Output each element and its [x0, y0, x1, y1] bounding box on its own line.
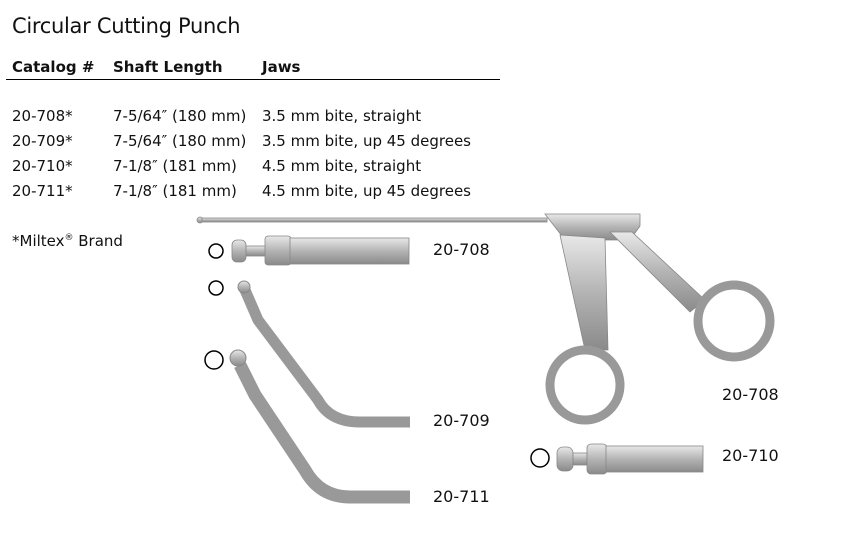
tip-20-709	[208, 280, 410, 428]
figure-label-20-708-tip: 20-708	[433, 240, 490, 259]
column-header-catalog: Catalog #	[12, 58, 95, 76]
figure-label-20-710: 20-710	[722, 446, 779, 465]
catalog-number: 20-710*	[12, 157, 73, 175]
catalog-number: 20-708*	[12, 107, 73, 125]
tip-20-710	[530, 443, 704, 475]
shaft-length: 7-5/64″ (180 mm)	[113, 107, 247, 125]
jaws: 4.5 mm bite, straight	[262, 157, 422, 175]
footnote-text: *Miltex	[12, 232, 65, 250]
brand-footnote: *Miltex® Brand	[12, 232, 123, 250]
column-header-jaws: Jaws	[262, 58, 301, 76]
jaws: 3.5 mm bite, up 45 degrees	[262, 132, 471, 150]
shaft-length: 7-1/8″ (181 mm)	[113, 182, 237, 200]
shaft-length: 7-1/8″ (181 mm)	[113, 157, 237, 175]
catalog-number: 20-709*	[12, 132, 73, 150]
figure-label-20-708-handle: 20-708	[722, 385, 779, 404]
figure-label-20-711: 20-711	[433, 487, 490, 506]
tip-20-711	[204, 349, 410, 504]
header-divider	[6, 79, 500, 80]
page-title: Circular Cutting Punch	[12, 14, 241, 38]
registered-mark: ®	[64, 233, 74, 243]
footnote-suffix: Brand	[73, 232, 123, 250]
shaft-length: 7-5/64″ (180 mm)	[113, 132, 247, 150]
jaws: 3.5 mm bite, straight	[262, 107, 422, 125]
column-header-shaft-length: Shaft Length	[113, 58, 223, 76]
punch-instrument-20-708	[196, 213, 775, 425]
jaws: 4.5 mm bite, up 45 degrees	[262, 182, 471, 200]
catalog-number: 20-711*	[12, 182, 73, 200]
figure-label-20-709: 20-709	[433, 411, 490, 430]
tip-20-708	[208, 235, 410, 266]
